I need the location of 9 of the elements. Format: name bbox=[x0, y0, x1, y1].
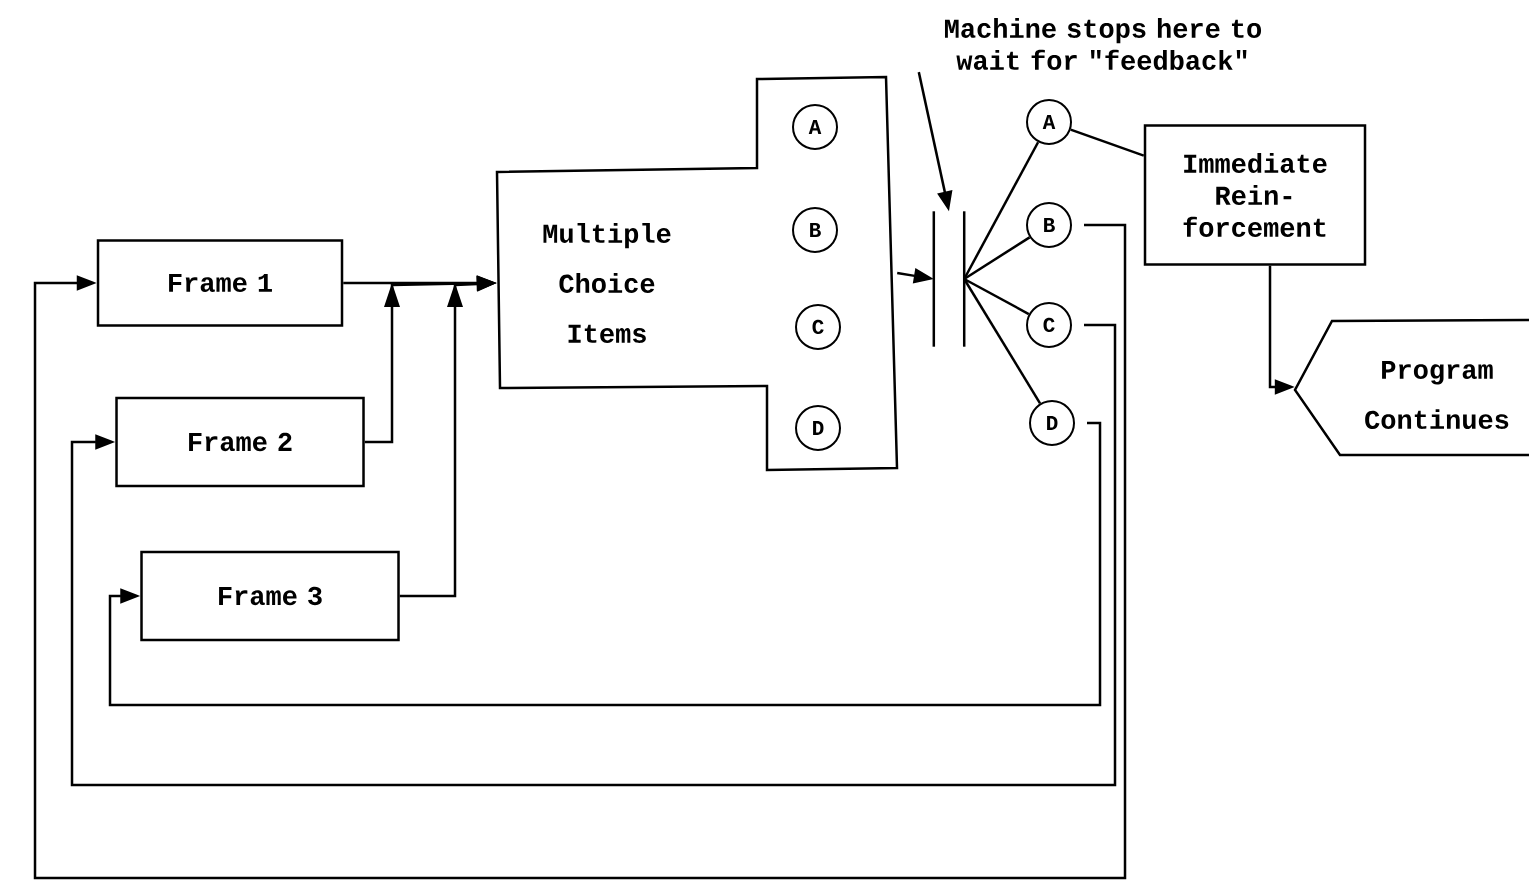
note-text: Machine stops here to wait for "feedback" bbox=[945, 18, 1262, 70]
arrow bbox=[33, 223, 1127, 880]
arrow bbox=[70, 323, 1117, 787]
gate-symbol bbox=[932, 211, 966, 347]
process-box: Frame 2 bbox=[115, 396, 365, 488]
process-box: Immediate Rein- forcement bbox=[1143, 124, 1367, 266]
arrow bbox=[108, 421, 1102, 707]
process-box: Frame 3 bbox=[140, 550, 400, 642]
process-box: Frame 1 bbox=[96, 239, 344, 327]
